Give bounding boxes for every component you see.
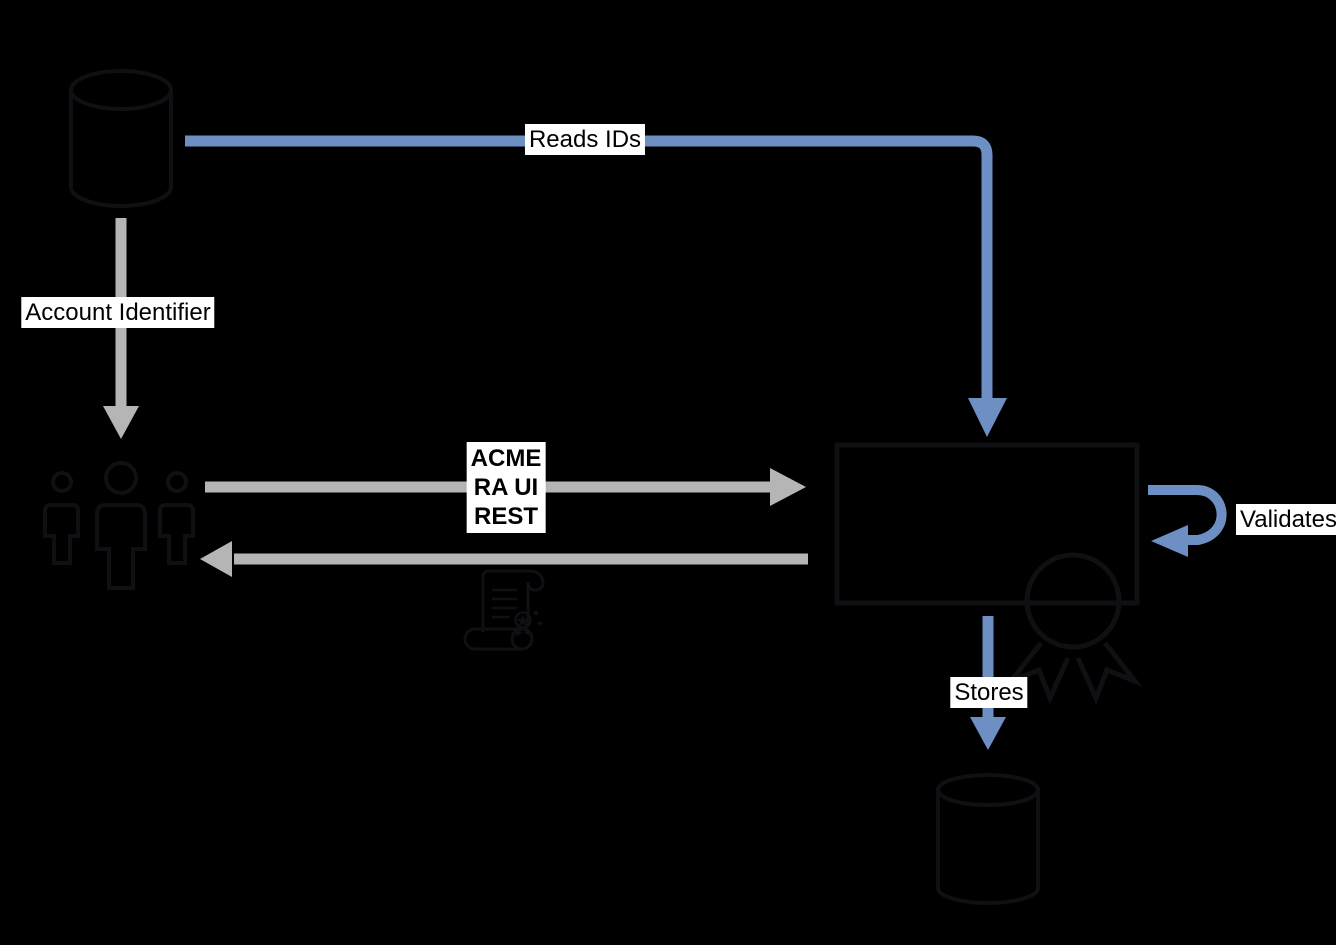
edge-label-reads-ids: Reads IDs bbox=[524, 124, 646, 155]
award-ribbon-icon bbox=[1003, 552, 1143, 705]
edge-return-response bbox=[200, 541, 808, 577]
edge-label-account-identifier: Account Identifier bbox=[21, 297, 215, 328]
edge-reads-ids bbox=[185, 135, 1007, 437]
users-group-icon bbox=[43, 461, 195, 590]
rectangle-node bbox=[834, 442, 1140, 606]
edge-account-identifier bbox=[103, 218, 139, 439]
database-cylinder-icon bbox=[936, 773, 1040, 905]
edge-validates-loop bbox=[1148, 485, 1227, 557]
acme-label-line-2: RA UI bbox=[473, 474, 539, 501]
certificate-scroll-icon bbox=[463, 569, 545, 651]
edge-label-validates: Validates bbox=[1236, 504, 1336, 535]
arrowhead-down-icon bbox=[968, 398, 1007, 437]
edge-label-stores: Stores bbox=[950, 677, 1028, 708]
edge-label-acme-ra-ui-rest: ACME RA UI REST bbox=[466, 442, 546, 533]
arrowhead-down-icon bbox=[970, 717, 1006, 750]
acme-label-line-3: REST bbox=[473, 503, 539, 530]
arrowhead-right-icon bbox=[770, 468, 806, 506]
database-cylinder-icon bbox=[69, 69, 173, 208]
arrowhead-down-icon bbox=[103, 406, 139, 439]
arrowhead-left-icon bbox=[200, 541, 232, 577]
acme-label-line-1: ACME bbox=[470, 445, 542, 472]
arrowhead-left-icon bbox=[1151, 525, 1188, 557]
